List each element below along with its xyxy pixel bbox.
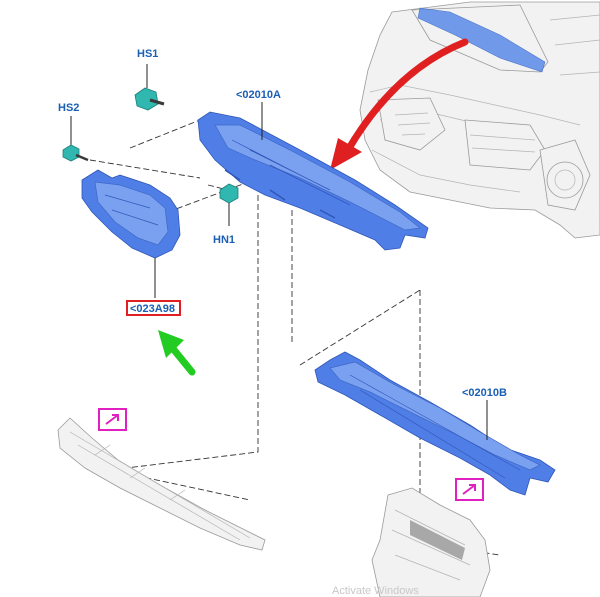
- fastener-hs2[interactable]: [62, 116, 89, 162]
- label-023a98[interactable]: <023A98: [130, 303, 175, 315]
- label-hs1[interactable]: HS1: [137, 48, 158, 60]
- highlight-box: [126, 300, 181, 316]
- location-arrow-icon: [344, 38, 469, 154]
- pointer-arrow-icon: [158, 330, 196, 376]
- label-02010b[interactable]: <02010B: [462, 387, 507, 399]
- external-link-icon[interactable]: [98, 408, 127, 431]
- watermark-text: Activate Windows: [332, 585, 419, 597]
- fastener-hs1[interactable]: [134, 64, 165, 111]
- vehicle-cowl-highlight: [417, 7, 546, 73]
- part-023a98-bracket[interactable]: [81, 169, 181, 259]
- fastener-hn1[interactable]: [219, 183, 239, 226]
- ghost-pillar-bracket: [371, 487, 491, 597]
- ghost-dash-panel: [57, 417, 266, 551]
- label-hs2[interactable]: HS2: [58, 102, 79, 114]
- part-02010b-crossmember[interactable]: [314, 351, 556, 496]
- vehicle-illustration: [330, 1, 600, 239]
- label-hn1[interactable]: HN1: [213, 234, 235, 246]
- external-link-icon[interactable]: [455, 478, 484, 501]
- part-02010a-cowl-panel[interactable]: [197, 111, 429, 251]
- label-02010a[interactable]: <02010A: [236, 89, 281, 101]
